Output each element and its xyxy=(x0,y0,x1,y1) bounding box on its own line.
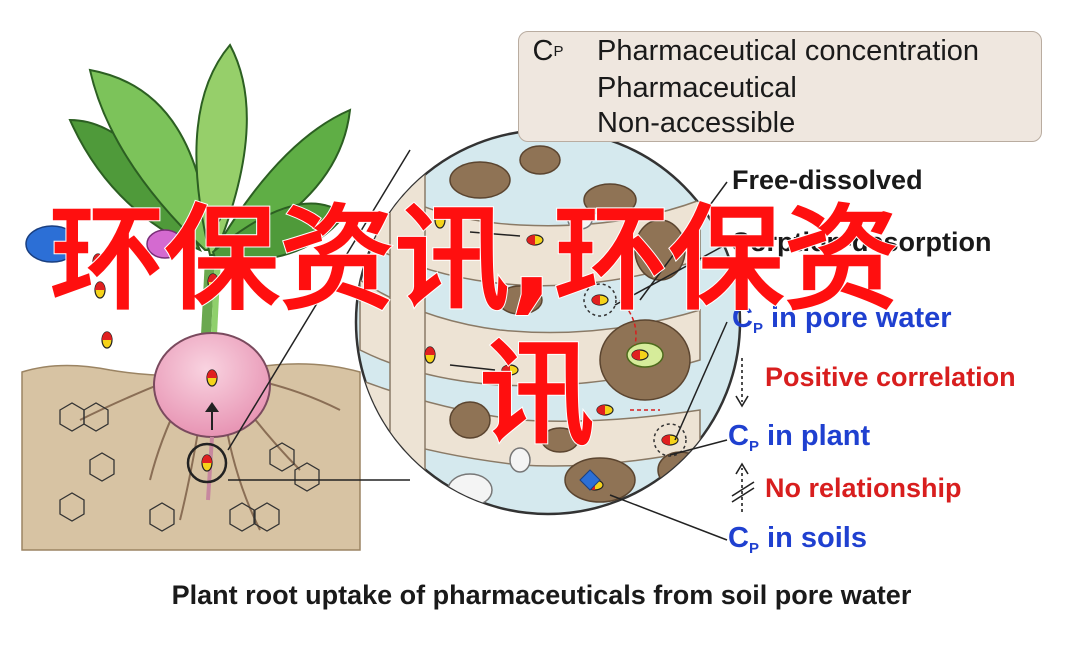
label-cp-plant: CP in plant xyxy=(728,420,870,455)
relation-arrows xyxy=(731,358,755,512)
capsule-icons xyxy=(25,225,184,263)
legend-row-pharmaceutical: Pharmaceutical xyxy=(519,72,797,105)
figure-caption: Plant root uptake of pharmaceuticals fro… xyxy=(171,580,912,610)
label-positive-correlation: Positive correlation xyxy=(765,362,1016,392)
magnified-soil-view xyxy=(354,128,742,516)
cp-pore-water-text: in pore water xyxy=(771,302,952,334)
watermark-line-2: 讯 xyxy=(479,328,596,461)
legend-label-concentration: Pharmaceutical concentration xyxy=(597,35,980,67)
root-zoom-connector xyxy=(186,149,411,484)
label-cp-soils: CP in soils xyxy=(728,522,867,557)
chemical-structures xyxy=(59,402,320,532)
cp-subscript: P xyxy=(748,438,759,455)
plant-leaves xyxy=(68,43,352,336)
label-sorption-desorption: Sorption-desorption xyxy=(732,227,992,257)
label-leaders xyxy=(609,181,728,541)
legend-row-nonaccessible: Non-accessible xyxy=(519,107,795,140)
label-free-dissolved: Free-dissolved xyxy=(732,165,923,195)
cp-letter: C xyxy=(732,302,753,334)
cp-subscript: P xyxy=(748,540,759,557)
cp-plant-text: in plant xyxy=(767,420,871,452)
label-no-relationship: No relationship xyxy=(765,473,962,503)
legend-label-pharmaceutical: Pharmaceutical xyxy=(597,72,797,104)
label-cp-pore-water: CP in pore water xyxy=(732,302,952,337)
cp-letter: C xyxy=(532,35,554,67)
cp-letter: C xyxy=(728,522,749,554)
cp-subscript: P xyxy=(553,43,564,60)
legend-label-nonaccessible: Non-accessible xyxy=(597,107,796,139)
watermark-line-1: 环保资讯,环保资 xyxy=(49,193,900,326)
cp-subscript: P xyxy=(752,320,763,337)
cp-letter: C xyxy=(728,420,749,452)
cp-soils-text: in soils xyxy=(767,522,867,554)
